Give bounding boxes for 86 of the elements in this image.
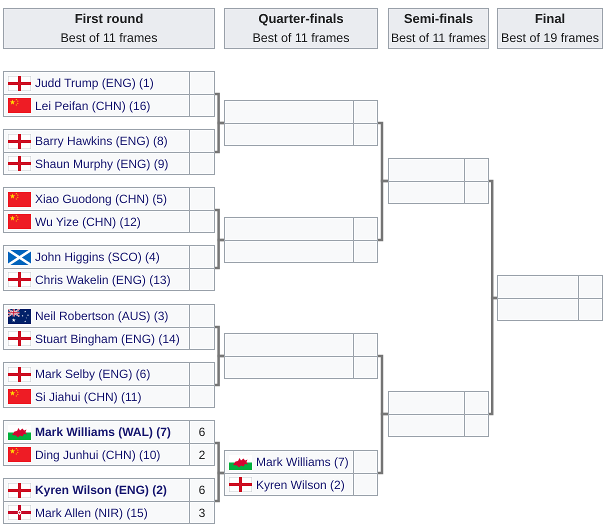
player-row (4, 385, 214, 407)
player-name: Xiao Guodong (CHN) (5) (35, 192, 168, 206)
match-box (224, 217, 378, 263)
bracket-line (378, 180, 388, 242)
match-box (224, 333, 378, 379)
round-title: Final (534, 11, 566, 26)
match-box (3, 362, 215, 408)
player-row (225, 451, 377, 473)
match-format: Best of 11 frames (390, 31, 486, 46)
round-title: First round (74, 11, 144, 26)
match-box (3, 304, 215, 350)
match-box (497, 275, 603, 321)
empty-row (225, 240, 377, 262)
match-format: Best of 11 frames (252, 31, 350, 46)
player-row (4, 210, 214, 232)
match-box (3, 245, 215, 291)
round-header (224, 8, 378, 49)
frame-score: 2 (198, 448, 206, 462)
player-row (4, 152, 214, 174)
frame-score: 6 (198, 425, 206, 439)
round-header (497, 8, 603, 49)
player-name: Kyren Wilson (ENG) (2) (35, 483, 167, 497)
player-name: Stuart Bingham (ENG) (14) (35, 332, 180, 346)
empty-row (498, 276, 602, 298)
match-box (3, 478, 215, 524)
empty-row (389, 392, 488, 414)
player-row (4, 443, 214, 465)
match-format: Best of 19 frames (501, 31, 599, 46)
bracket-line (215, 472, 224, 502)
bracket-line (215, 354, 224, 386)
match-box (3, 129, 215, 175)
match-box (3, 187, 215, 233)
player-name: Kyren Wilson (2) (256, 478, 345, 492)
empty-row (225, 123, 377, 145)
frame-score: 3 (198, 506, 206, 520)
player-name: Mark Selby (ENG) (6) (35, 367, 150, 381)
player-name: Si Jiahui (CHN) (11) (35, 390, 142, 404)
player-name: Judd Trump (ENG) (1) (35, 76, 154, 90)
player-row (4, 363, 214, 385)
empty-row (389, 181, 488, 203)
player-row (4, 421, 214, 443)
bracket-line (489, 296, 497, 416)
player-row (4, 72, 214, 94)
match-box (224, 450, 378, 496)
player-row (4, 130, 214, 152)
round-title: Semi-finals (404, 11, 474, 26)
player-name: Mark Williams (7) (256, 455, 349, 469)
player-row (4, 94, 214, 116)
player-row (225, 473, 377, 495)
empty-row (498, 298, 602, 320)
match-box (388, 158, 489, 204)
match-box (3, 71, 215, 117)
player-name: John Higgins (SCO) (4) (35, 250, 160, 264)
player-name: Neil Robertson (AUS) (3) (35, 309, 168, 323)
player-name: Chris Wakelin (ENG) (13) (35, 272, 171, 286)
player-name: Barry Hawkins (ENG) (8) (35, 134, 168, 148)
match-box (3, 420, 215, 466)
empty-row (225, 218, 377, 240)
player-row (4, 188, 214, 210)
match-format: Best of 11 frames (60, 31, 158, 46)
player-name: Mark Williams (WAL) (7) (35, 425, 171, 439)
player-name: Shaun Murphy (ENG) (9) (35, 156, 168, 170)
match-box (388, 391, 489, 437)
bracket-line (215, 122, 224, 154)
empty-row (389, 159, 488, 181)
frame-score: 6 (198, 483, 206, 497)
player-name: Lei Peifan (CHN) (16) (35, 98, 150, 112)
player-row (4, 501, 214, 523)
player-name: Ding Junhui (CHN) (10) (35, 448, 160, 462)
empty-row (225, 356, 377, 378)
player-name: Wu Yize (CHN) (12) (35, 214, 141, 228)
player-row (4, 327, 214, 349)
player-row (4, 479, 214, 501)
player-row (4, 305, 214, 327)
round-header (388, 8, 489, 49)
player-row (4, 268, 214, 290)
round-header (3, 8, 215, 49)
round-title: Quarter-finals (258, 11, 344, 26)
player-row (4, 246, 214, 268)
player-name: Mark Allen (NIR) (15) (35, 506, 148, 520)
empty-row (225, 101, 377, 123)
empty-row (225, 334, 377, 356)
empty-row (389, 414, 488, 436)
match-box (224, 100, 378, 146)
bracket-line (378, 412, 388, 474)
bracket-line (215, 238, 224, 270)
